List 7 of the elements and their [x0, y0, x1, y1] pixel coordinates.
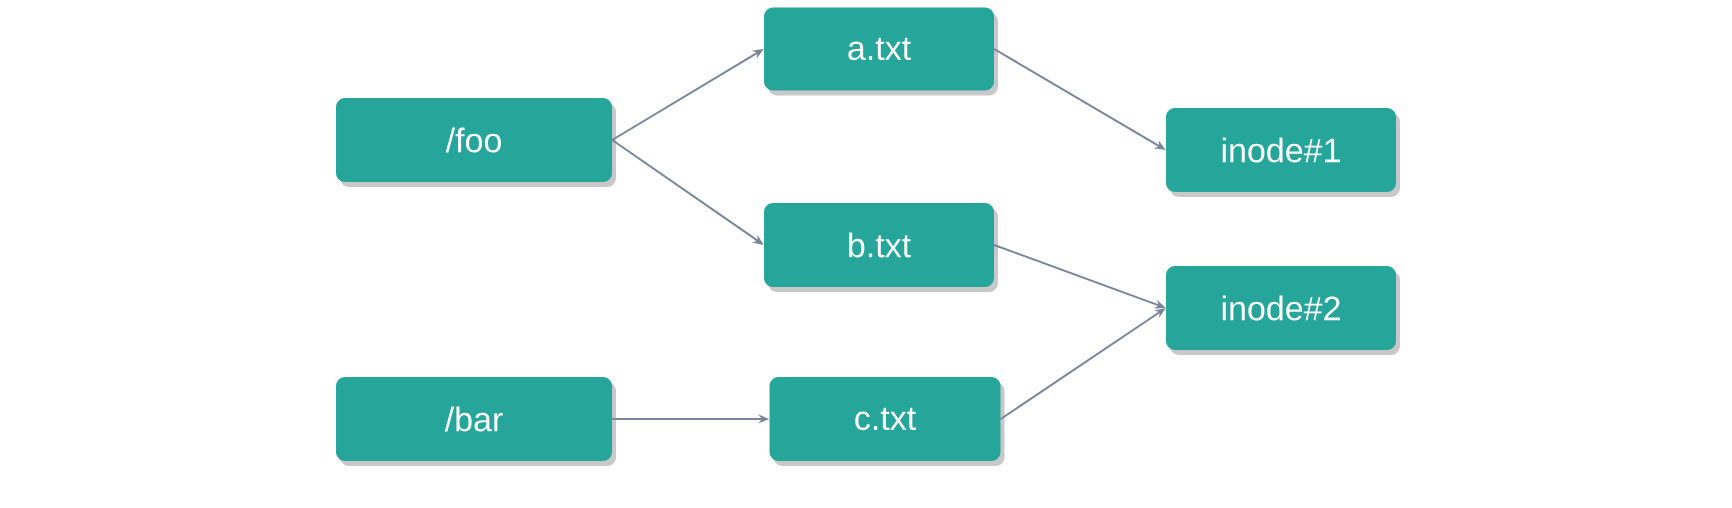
process-box: inode#1 [1166, 108, 1400, 197]
process-box: inode#2 [1166, 266, 1400, 355]
process-box: c.txt [769, 377, 1005, 466]
process-box: /bar [336, 377, 616, 466]
process-box: /foo [336, 98, 616, 187]
process-box: a.txt [764, 7, 998, 96]
process-box: b.txt [764, 203, 998, 292]
